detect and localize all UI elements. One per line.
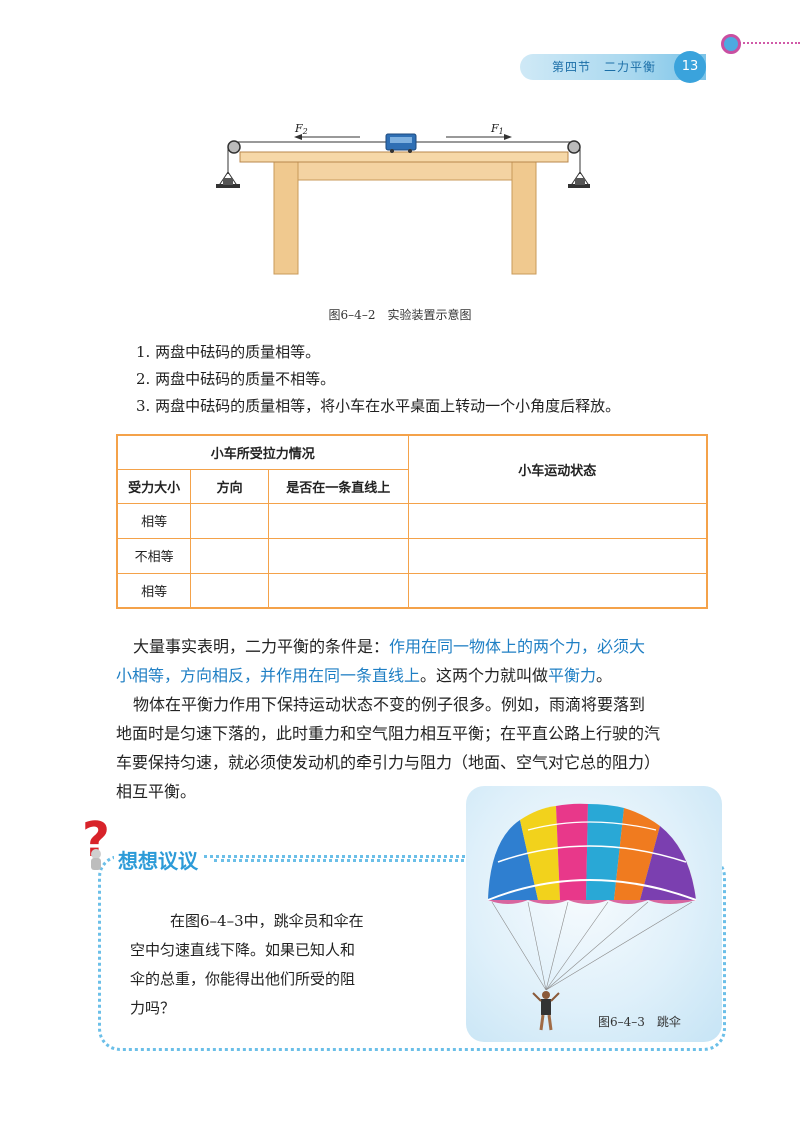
table-row: 不相等 (116, 537, 708, 574)
discussion-text: 伞的总重，你能得出他们所受的阻 (130, 970, 356, 988)
figure-caption: 图6–4–3 跳伞 (598, 1015, 681, 1029)
table-cell (268, 537, 409, 574)
table-cell (268, 502, 409, 539)
table-col-line: 是否在一条直线上 (268, 468, 409, 504)
list-item: 2. 两盘中砝码的质量不相等。 (136, 370, 336, 388)
table-motion-header: 小车运动状态 (407, 434, 708, 504)
table-cell (190, 572, 270, 609)
pulley-right-icon (567, 140, 581, 154)
page-number: 13 (674, 51, 706, 83)
table-leg-right (511, 161, 537, 275)
header-dotted-line (736, 42, 800, 44)
table-col-size: 受力大小 (116, 468, 192, 504)
discussion-dotted-line (214, 859, 464, 862)
discussion-title: 想想议议 (114, 845, 202, 874)
figure-caption: 图6–4–2 实验装置示意图 (328, 308, 472, 322)
paragraph-examples: 物体在平衡力作用下保持运动状态不变的例子很多。例如，雨滴将要落到 地面时是匀速下… (116, 695, 661, 801)
force-label-f2: F2 (294, 122, 308, 136)
header-ring-icon (721, 34, 741, 54)
table-cell (407, 572, 708, 609)
table-cell (268, 572, 409, 609)
table-cell (190, 502, 270, 539)
section-title: 第四节 二力平衡 (552, 60, 657, 74)
table-cell: 相等 (116, 572, 192, 609)
table-group-header: 小车所受拉力情况 (116, 434, 409, 470)
table-col-direction: 方向 (190, 468, 270, 504)
pulley-left-icon (227, 140, 241, 154)
paragraph-balance-condition: 大量事实表明，二力平衡的条件是：作用在同一物体上的两个力，必须大 小相等，方向相… (116, 637, 646, 685)
table-row: 相等 (116, 572, 708, 609)
table-top (239, 151, 569, 163)
parachute-image (487, 803, 697, 1031)
table-row: 相等 (116, 502, 708, 539)
list-item: 3. 两盘中砝码的质量相等，将小车在水平桌面上转动一个小角度后释放。 (136, 397, 621, 415)
question-mark-icon: ? (82, 814, 110, 870)
experiment-table: 小车所受拉力情况 小车运动状态 受力大小 方向 是否在一条直线上 相等 不相等 … (116, 434, 708, 609)
table-cell: 相等 (116, 502, 192, 539)
table-cell (407, 502, 708, 539)
discussion-text: 在图6–4–3中，跳伞员和伞在 (170, 912, 364, 930)
discussion-text: 力吗？ (130, 999, 176, 1017)
table-cell: 不相等 (116, 537, 192, 574)
experiment-apparatus-figure: F2 F1 (216, 122, 590, 275)
table-leg-left (273, 161, 299, 275)
discussion-text: 空中匀速直线下降。如果已知人和 (130, 941, 356, 959)
force-label-f1: F1 (490, 122, 504, 136)
list-item: 1. 两盘中砝码的质量相等。 (136, 343, 321, 361)
table-cell (190, 537, 270, 574)
table-apron (297, 161, 513, 181)
table-cell (407, 537, 708, 574)
